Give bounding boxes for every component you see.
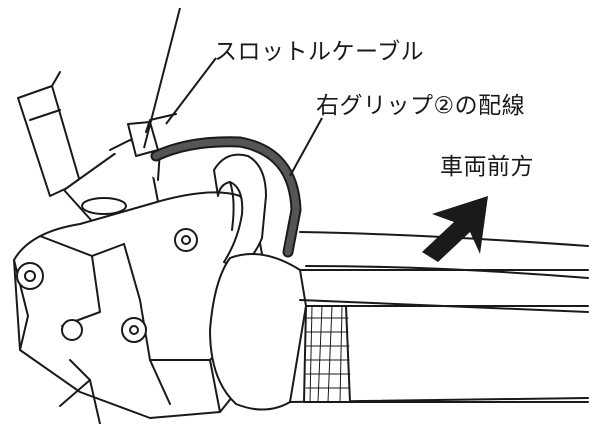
- leader-line-pointer: [143, 7, 181, 149]
- vehicle-front-label: 車両前方: [440, 154, 534, 180]
- leader-line-cable: [165, 57, 217, 125]
- right-grip-wiring-label: 右グリップ②の配線: [316, 93, 526, 119]
- leader-line-wiring: [289, 117, 323, 177]
- grip-knurl: [303, 305, 351, 403]
- front-fork: [17, 71, 81, 197]
- throttle-cable-label: スロットルケーブル: [214, 39, 425, 65]
- handlebar-bar: [299, 231, 589, 403]
- rubber-grip: [209, 253, 589, 411]
- vehicle-front-arrow: [422, 196, 488, 262]
